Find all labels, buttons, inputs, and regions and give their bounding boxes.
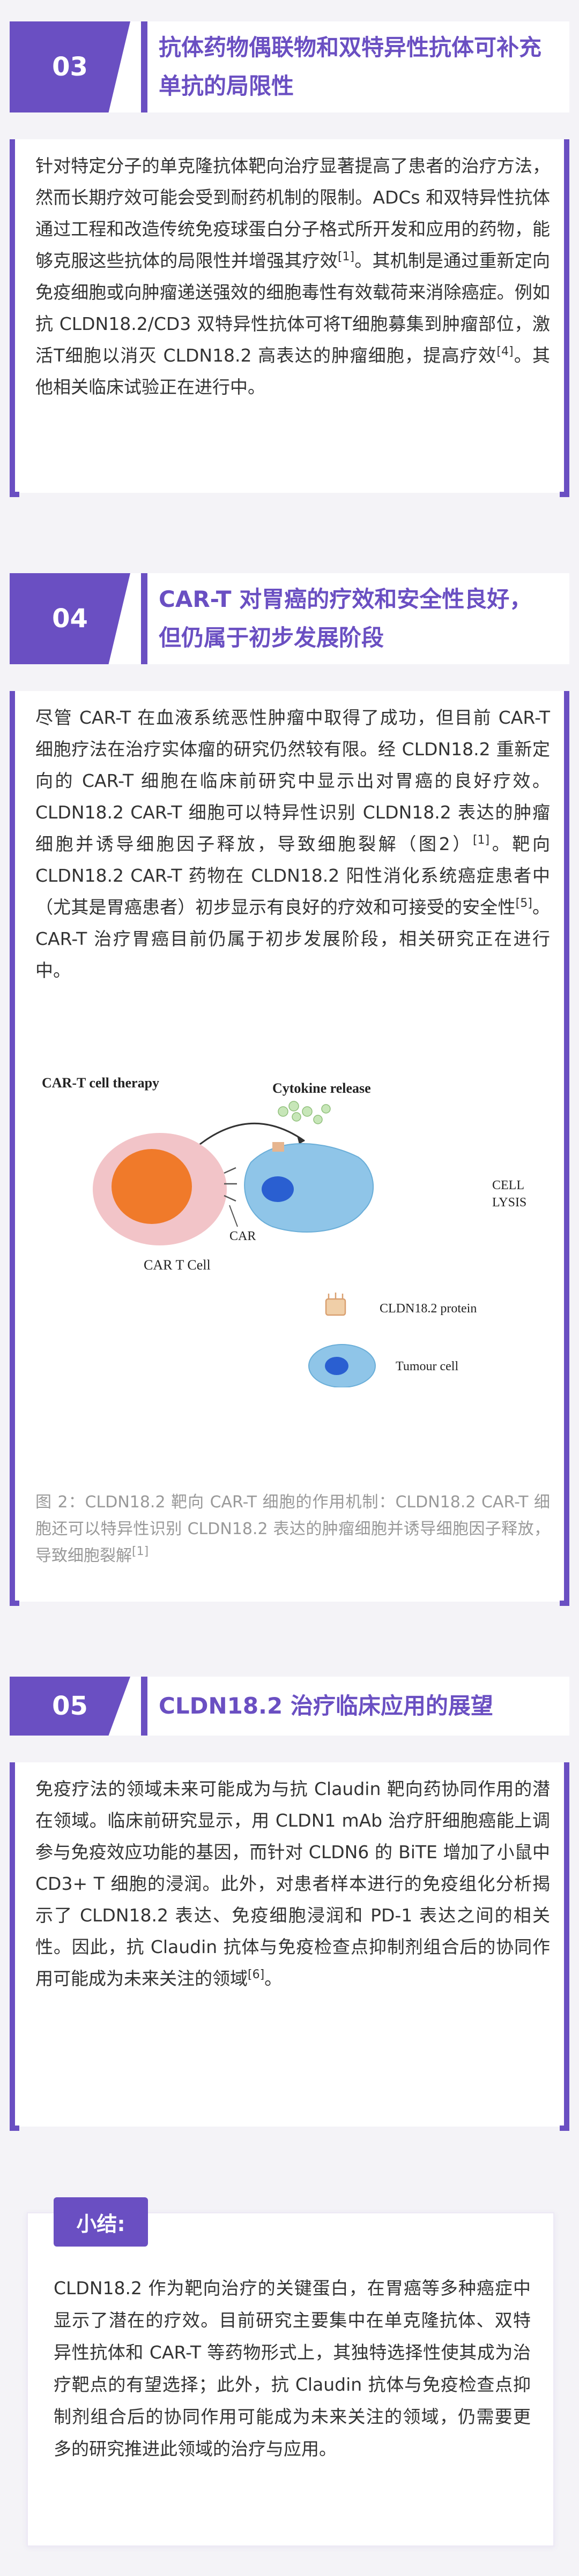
accent-bar [141,573,147,664]
card-foot [10,2126,569,2131]
protein-label: CLDN18.2 protein [380,1302,477,1316]
cart-nucleus [112,1149,192,1224]
citation-marker: [1] [337,250,355,264]
tumour-cell-target [244,1143,374,1233]
citation-marker: [1] [472,833,490,847]
card-foot [10,1601,569,1606]
figure-caption: 图 2：CLDN18.2 靶向 CAR-T 细胞的作用机制：CLDN18.2 C… [35,1493,550,1565]
cytokine-dots [278,1101,331,1124]
section-03-header: 03 抗体药物偶联物和双特异性抗体可补充单抗的局限性 [10,21,569,112]
tumour-label: Tumour cell [396,1360,458,1373]
section-04-card: 尽管 CAR-T 在血液系统恶性肿瘤中取得了成功，但目前 CAR-T 细胞疗法在… [10,691,569,1602]
section-05-paragraph: 免疫疗法的领域未来可能成为与抗 Claudin 靶向药协同作用的潜在领域。临床前… [35,1778,550,1989]
section-title: CAR-T 对胃癌的疗效和安全性良好，但仍属于初步发展阶段 [159,586,532,651]
section-title: CLDN18.2 治疗临床应用的展望 [159,1693,493,1719]
accent-bar [141,21,147,112]
protein-icon [325,1293,346,1316]
cart-mechanism-figure: CAR-T cell therapy Cytokine release CAR … [42,1075,526,1387]
cell-lysis-label-1: CELL [492,1178,524,1192]
summary-card: 小结: CLDN18.2 作为靶向治疗的关键蛋白，在胃癌等多种癌症中显示了潜在的… [27,2197,554,2547]
cell-lysis-label-2: LYSIS [492,1196,526,1210]
citation-marker: [6] [248,1968,265,1981]
section-03-paragraph: 针对特定分子的单克隆抗体靶向治疗显著提高了患者的治疗方法，然而长期疗效可能会受到… [35,155,551,397]
card-foot [10,492,569,497]
citation-marker: [1] [132,1545,149,1558]
section-05-header: 05 CLDN18.2 治疗临床应用的展望 [10,1677,569,1736]
cart-cell-label: CAR T Cell [144,1257,211,1273]
protein-on-cell [272,1142,284,1152]
citation-marker: [4] [496,345,514,358]
section-title: 抗体药物偶联物和双特异性抗体可补充单抗的局限性 [159,34,542,99]
cytokine-label: Cytokine release [272,1080,371,1096]
section-05-card: 免疫疗法的领域未来可能成为与抗 Claudin 靶向药协同作用的潜在领域。临床前… [10,1762,569,2127]
section-number: 04 [10,573,130,664]
section-03-card: 针对特定分子的单克隆抗体靶向治疗显著提高了患者的治疗方法，然而长期疗效可能会受到… [10,139,569,493]
citation-marker: [5] [515,897,532,910]
car-receptor [224,1167,237,1202]
section-number: 03 [10,21,130,112]
tumour-cell-icon-nucleus [325,1357,348,1375]
section-number: 05 [10,1677,130,1736]
tumour-nucleus [262,1176,294,1202]
accent-bar [141,1677,147,1736]
figure-title: CAR-T cell therapy [42,1075,159,1091]
section-04-header: 04 CAR-T 对胃癌的疗效和安全性良好，但仍属于初步发展阶段 [10,573,569,664]
summary-text: CLDN18.2 作为靶向治疗的关键蛋白，在胃癌等多种癌症中显示了潜在的疗效。目… [54,2278,531,2459]
section-04-paragraph: 尽管 CAR-T 在血液系统恶性肿瘤中取得了成功，但目前 CAR-T 细胞疗法在… [35,707,551,981]
car-label: CAR [229,1229,256,1243]
summary-label: 小结: [54,2197,148,2247]
